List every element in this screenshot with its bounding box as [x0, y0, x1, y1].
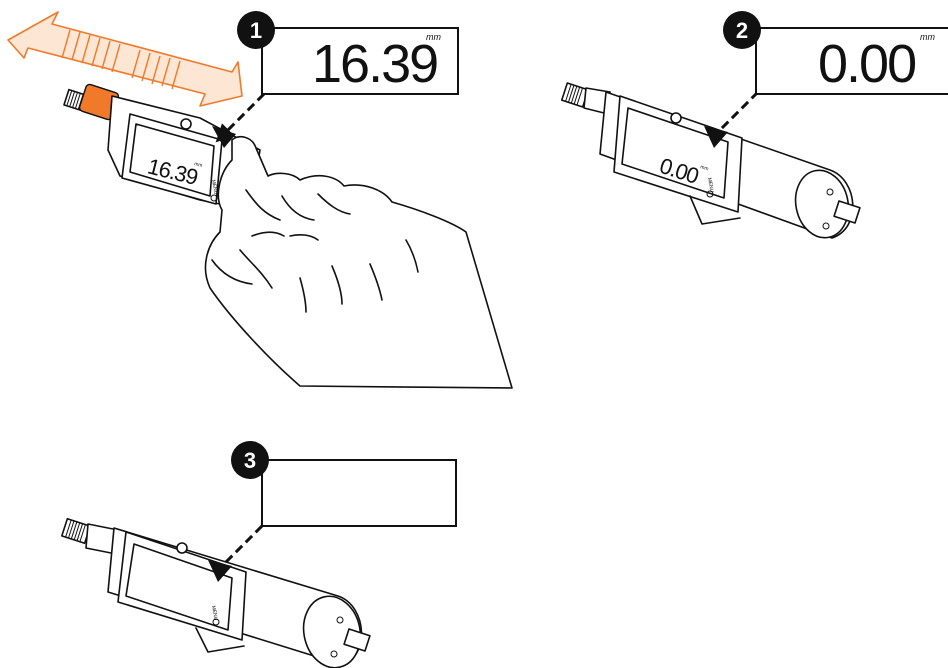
step-badge-2	[723, 11, 761, 49]
lcd-screen	[129, 123, 215, 197]
callout-readout-1: 16.39	[312, 34, 437, 94]
set-screw	[176, 542, 188, 554]
step-3-panel: MENU 3	[61, 441, 457, 668]
double-headed-arrow-icon	[7, 11, 243, 107]
end-cap	[794, 169, 850, 239]
leader-line-3	[218, 524, 264, 570]
step-number-3: 3	[244, 448, 256, 473]
step-badge-1	[237, 11, 275, 49]
gauge-device-2: 0.00 mm MENU	[560, 82, 861, 239]
power-icon	[706, 190, 714, 198]
leader-line-1	[215, 92, 266, 143]
menu-button-label: MENU	[210, 179, 219, 195]
end-cap	[302, 595, 362, 668]
menu-button-label: MENU	[210, 605, 219, 621]
callout-readout-2: 0.00	[818, 34, 915, 94]
set-screw	[180, 118, 192, 130]
set-screw	[670, 112, 682, 124]
rear-knob	[343, 628, 371, 652]
step-1-panel: 16.39 mm MENU 16.39 mm 1	[7, 11, 513, 389]
gauge-device-3: MENU	[61, 517, 371, 668]
hand-icon	[204, 135, 513, 389]
readout-callout-2	[755, 27, 948, 95]
step-badge-3	[231, 441, 269, 479]
lcd-screen	[621, 107, 729, 199]
callout-unit-2: mm	[920, 32, 935, 42]
lcd-screen	[125, 543, 233, 631]
rear-knob	[833, 200, 861, 224]
callout-unit-1: mm	[426, 32, 441, 42]
device-unit: mm	[194, 161, 204, 169]
power-icon	[210, 194, 218, 202]
menu-button-label: MENU	[706, 177, 715, 193]
device-unit: mm	[699, 164, 709, 172]
step-2-panel: 0.00 mm MENU 0.00 mm 2	[560, 11, 948, 239]
step-number-1: 1	[250, 18, 262, 43]
readout-callout-3	[261, 459, 457, 527]
leader-line-2	[714, 90, 760, 136]
readout-callout-1	[261, 27, 459, 95]
step-number-2: 2	[736, 18, 748, 43]
power-icon	[212, 618, 220, 626]
